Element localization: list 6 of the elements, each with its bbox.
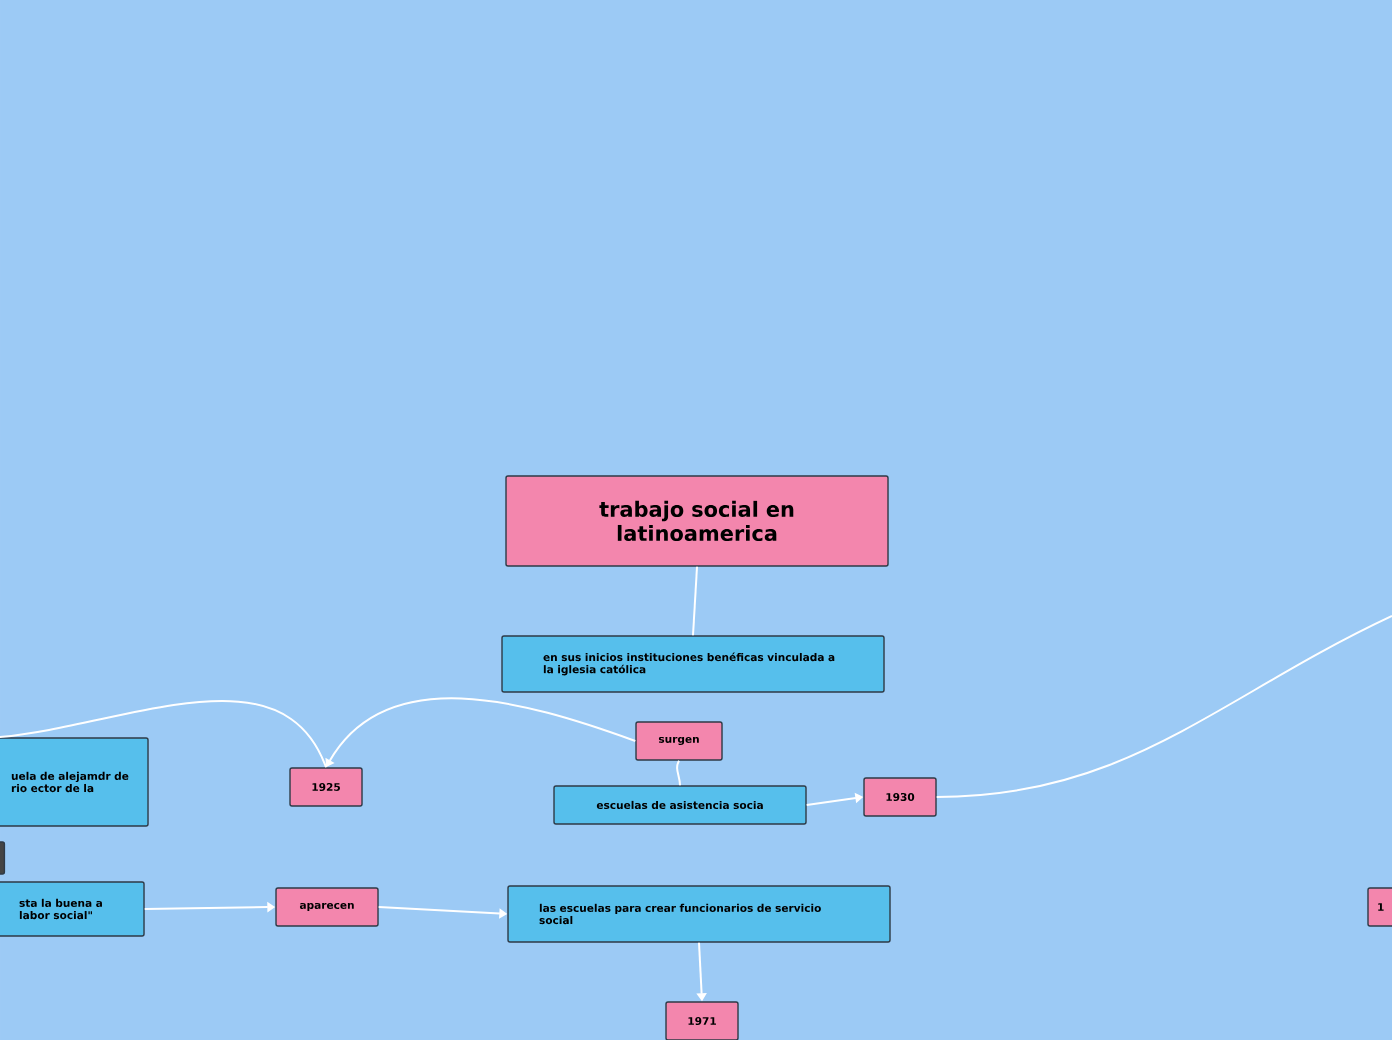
connector <box>0 699 327 769</box>
topic-box: trabajo social en latinoamerica <box>505 475 889 567</box>
box <box>0 841 6 875</box>
connector <box>935 615 1392 798</box>
connector <box>692 565 698 637</box>
connector <box>676 759 681 787</box>
